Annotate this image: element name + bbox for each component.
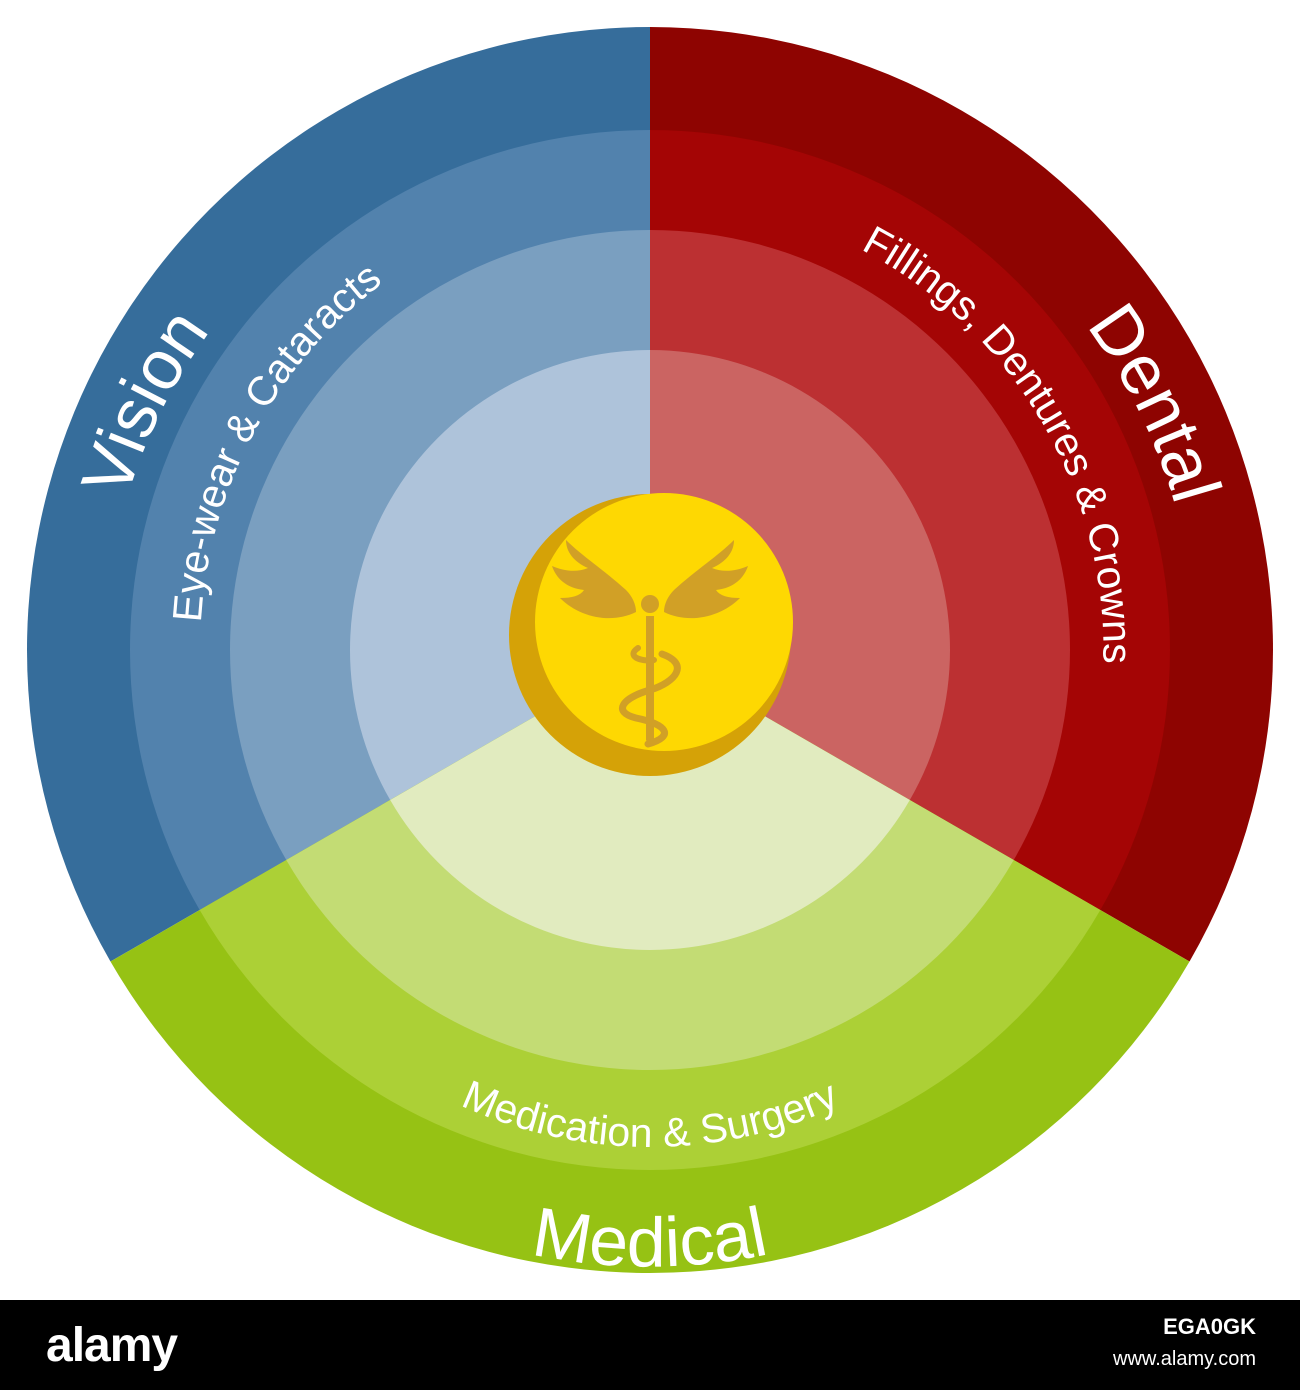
medical-ring-4 <box>390 650 910 951</box>
alamy-logo: alamy <box>46 1319 178 1372</box>
caduceus-icon <box>552 540 748 748</box>
footer-bar: alamy EGA0GK www.alamy.com <box>0 1300 1300 1390</box>
caduceus-coin <box>509 493 793 776</box>
coin-face <box>535 493 793 751</box>
medical-title: Medical <box>528 1192 773 1281</box>
image-id: EGA0GK <box>1163 1314 1256 1339</box>
health-coverage-wheel: Vision Eye-wear & Cataracts Dental Filli… <box>27 27 1273 1281</box>
footer-url: www.alamy.com <box>1113 1348 1256 1370</box>
